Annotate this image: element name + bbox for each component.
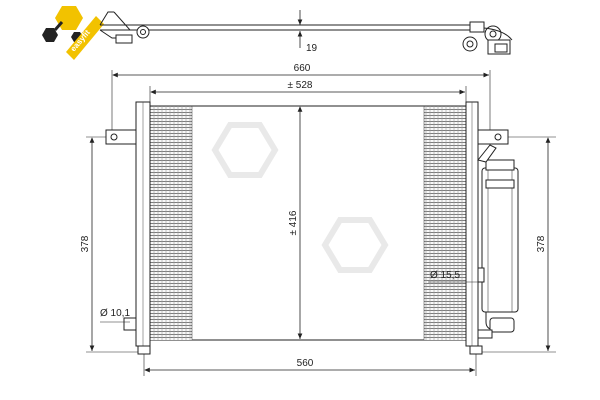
logo-hexagon-left bbox=[42, 28, 58, 42]
left-lower-pin bbox=[137, 345, 151, 355]
overall-width-dimension: 660 bbox=[111, 63, 491, 130]
left-fin-band bbox=[150, 106, 192, 340]
right-header-tank bbox=[465, 101, 509, 355]
bottom-width-label: 560 bbox=[297, 358, 314, 369]
left-header-tank bbox=[105, 101, 151, 355]
left-height-dimension: 378 bbox=[80, 136, 138, 353]
pipe-offset-label: 19 bbox=[306, 43, 318, 54]
left-pipe-callout: Ø 10,1 bbox=[100, 308, 130, 323]
right-pipe-callout: Ø 15,5 bbox=[428, 270, 478, 283]
right-height-dimension: 378 bbox=[482, 136, 556, 353]
receiver-drier bbox=[477, 144, 519, 339]
condenser-core bbox=[149, 105, 467, 341]
core-height-dimension: ± 416 bbox=[288, 106, 303, 339]
overall-width-label: 660 bbox=[294, 63, 311, 74]
pipe-offset-dimension: 19 bbox=[294, 10, 318, 54]
right-pipe-diameter-label: Ø 15,5 bbox=[430, 270, 460, 281]
logo-banner bbox=[66, 16, 104, 60]
bottom-width-dimension: 560 bbox=[143, 354, 477, 376]
right-upper-bracket bbox=[477, 129, 509, 145]
watermark-pattern bbox=[211, 122, 389, 273]
right-fin-band bbox=[424, 106, 466, 340]
left-height-label: 378 bbox=[80, 235, 91, 252]
left-pipe-diameter-label: Ø 10,1 bbox=[100, 308, 130, 319]
easyfit-logo: easyfit bbox=[42, 6, 104, 60]
core-width-dimension: ± 528 bbox=[149, 80, 467, 106]
core-width-label: ± 528 bbox=[288, 80, 313, 91]
core-height-label: ± 416 bbox=[288, 210, 299, 235]
right-height-label: 378 bbox=[536, 235, 547, 252]
top-pipe-view bbox=[99, 11, 513, 55]
right-lower-pin bbox=[469, 345, 483, 355]
